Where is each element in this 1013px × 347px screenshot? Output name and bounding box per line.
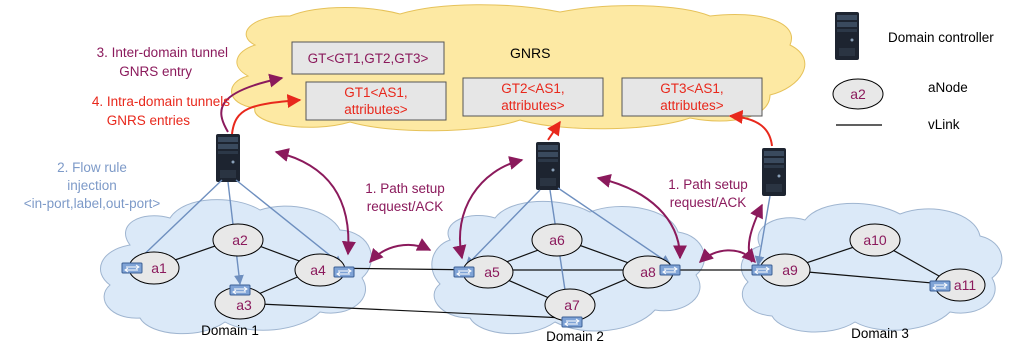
- legend: Domain controller a2 aNode vLink: [832, 12, 994, 132]
- legend-anode-sample: [832, 78, 884, 110]
- domain-3-label: Domain 3: [851, 326, 909, 341]
- gnrs-entry-gt3: GT3<AS1, attributes>: [621, 77, 763, 117]
- anode-a2[interactable]: [212, 223, 264, 257]
- path-setup-c2-a8: [596, 174, 687, 260]
- domain-3-cloud: [740, 202, 1003, 333]
- flow-link-c1-a1: [131, 179, 223, 267]
- anode-label-a9: a9: [782, 262, 798, 278]
- anode-label-a1: a1: [151, 260, 167, 276]
- step2-label: 2. Flow rule injection <in-port,label,ou…: [24, 160, 161, 211]
- vlink-a9-a11: [784, 269, 956, 286]
- path-setup-arrows: [220, 73, 763, 264]
- domain-controller-1-icon[interactable]: [216, 134, 240, 182]
- gnrs-arrow-c3: [728, 109, 773, 147]
- gnrs-entry-gt3-line2: attributes>: [660, 98, 724, 113]
- switch-icon-a1: [121, 262, 143, 274]
- vlink-a3-a7: [237, 302, 566, 319]
- step3-line2: GNRS entry: [119, 64, 192, 79]
- path-setup-c3-a9: [747, 203, 763, 263]
- legend-anode-sample-label: a2: [850, 86, 866, 102]
- gnrs-entry-gt3-line1: GT3<AS1,: [660, 81, 723, 96]
- anode-label-a10: a10: [863, 232, 887, 248]
- legend-anode-label: aNode: [928, 80, 968, 95]
- switch-icon-a8: [659, 264, 681, 276]
- anode-label-a8: a8: [640, 264, 656, 280]
- gnrs-entry-inter: GT<GT1,GT2,GT3>: [291, 41, 445, 75]
- switch-icon-a9: [751, 264, 773, 276]
- gnrs-arrow-c2: [547, 120, 561, 141]
- gnrs-entry-gt2-line2: attributes>: [501, 98, 565, 113]
- step1a-line1: 1. Path setup: [365, 181, 445, 196]
- domain-1-label: Domain 1: [201, 323, 259, 338]
- step2-line1: 2. Flow rule: [57, 160, 127, 175]
- step3-line1: 3. Inter-domain tunnel: [97, 45, 228, 60]
- switch-icon-a3: [229, 284, 251, 296]
- path-setup-a4-label: [369, 238, 432, 264]
- anode-label-a5: a5: [484, 264, 500, 280]
- path-setup-c2-a5: [452, 156, 524, 260]
- step1-labels: 1. Path setup request/ACK 1. Path setup …: [365, 177, 748, 214]
- gnrs-entry-gt1-line1: GT1<AS1,: [344, 85, 407, 100]
- switch-icon-a4: [333, 266, 355, 278]
- gnrs-cloud-label: GNRS: [510, 45, 550, 61]
- step1b-line1: 1. Path setup: [668, 177, 748, 192]
- step4-line1: 4. Intra-domain tunnels: [92, 94, 230, 109]
- step1b-line2: request/ACK: [670, 195, 747, 210]
- step-labels: 3. Inter-domain tunnel GNRS entry 4. Int…: [92, 45, 230, 128]
- step3-arrow: [220, 73, 284, 133]
- switch-icon-a7: [561, 316, 583, 328]
- step1a-line2: request/ACK: [367, 199, 444, 214]
- step4-arrow: [231, 94, 302, 135]
- gnrs-entry-inter-text: GT<GT1,GT2,GT3>: [308, 51, 429, 66]
- domain-labels: Domain 1 Domain 2 Domain 3: [201, 323, 909, 344]
- legend-controller-label: Domain controller: [888, 30, 994, 45]
- flow-link-c3-a9: [754, 195, 771, 266]
- anode-a6[interactable]: [531, 223, 583, 257]
- gnrs-entry-gt2-line1: GT2<AS1,: [501, 81, 564, 96]
- anode-label-a3: a3: [236, 297, 252, 313]
- step2-line3: <in-port,label,out-port>: [24, 196, 161, 211]
- anode-label-a7: a7: [564, 297, 580, 313]
- anode-label-a4: a4: [310, 262, 326, 278]
- gnrs-entry-gt1: GT1<AS1, attributes>: [305, 81, 447, 121]
- anode-label-a11: a11: [954, 277, 977, 293]
- gnrs-entry-gt2: GT2<AS1, attributes>: [462, 77, 604, 117]
- domain-2-label: Domain 2: [546, 329, 604, 344]
- gnrs-red-arrows: [231, 94, 773, 147]
- gnrs-entry-gt1-line2: attributes>: [344, 102, 408, 117]
- switch-icon-a11: [929, 280, 951, 292]
- domain-controller-3-icon[interactable]: [762, 148, 786, 196]
- anode-label-a6: a6: [549, 232, 565, 248]
- domain-controller-2-icon[interactable]: [536, 142, 560, 190]
- path-setup-c1-a4: [274, 148, 356, 256]
- anode-label-a2: a2: [232, 232, 248, 248]
- anode-labels: a1 a2 a3 a4 a5 a6 a7 a8 a9 a10 a11: [151, 232, 976, 313]
- step4-line2: GNRS entries: [107, 113, 191, 128]
- switch-icon-a5: [453, 266, 475, 278]
- step2-line2: injection: [67, 178, 117, 193]
- legend-controller-icon: [835, 12, 859, 60]
- anodes: [128, 223, 986, 322]
- anode-a10[interactable]: [849, 223, 901, 257]
- legend-vlink-label: vLink: [928, 117, 960, 132]
